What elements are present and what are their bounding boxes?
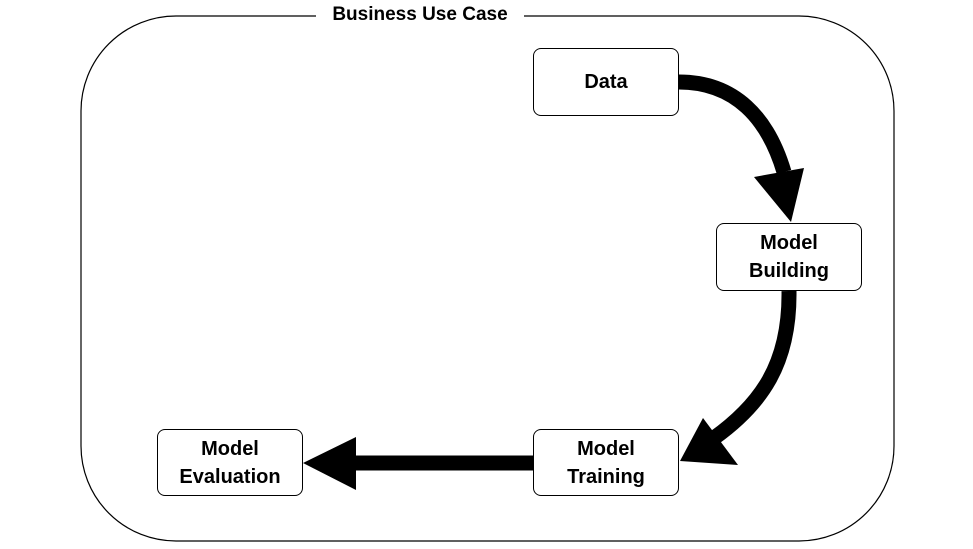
node-model-building-line1: Model [760, 232, 818, 254]
frame-title: Business Use Case [316, 2, 524, 28]
node-model-evaluation-line1: Model [201, 437, 259, 460]
arrow-training-to-evaluation [303, 437, 533, 490]
arrow-data-to-building [678, 74, 804, 222]
node-model-building: Model Building [716, 223, 862, 291]
node-model-evaluation-line2: Evaluation [179, 465, 281, 488]
node-model-training-line1: Model [577, 437, 635, 460]
node-data-label: Data [584, 71, 628, 93]
node-model-training-line2: Training [567, 465, 645, 488]
node-data: Data [533, 48, 679, 116]
arrow-building-to-training [680, 290, 797, 465]
node-model-building-line2: Building [749, 260, 829, 282]
node-model-training: Model Training [533, 429, 679, 496]
node-model-evaluation: Model Evaluation [157, 429, 303, 496]
